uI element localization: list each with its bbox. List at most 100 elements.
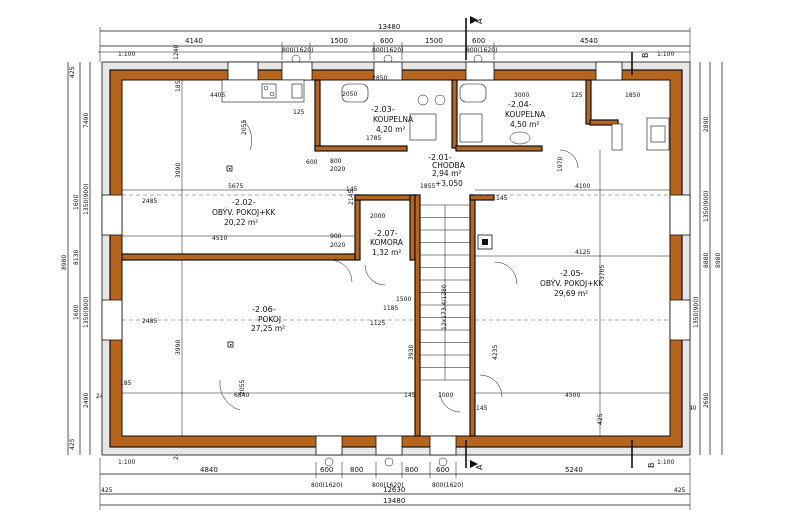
kitchen-right (611, 117, 670, 151)
left-dim-1350a: 1350(900) (83, 184, 90, 215)
right-dim-2690: 2690 (703, 393, 710, 408)
room-labels: -2.02- OBÝV. POKOJ+KK 20,22 m² -2.03- KO… (212, 100, 604, 333)
dim-1785: 1785 (366, 135, 381, 142)
room-area-2-02: 20,22 m² (224, 218, 258, 227)
room-num-2-01: -2.01- (428, 153, 452, 162)
room-num-2-02: -2.02- (232, 198, 256, 207)
top-overall-dim: 13480 (378, 23, 400, 31)
room-num-2-05: -2.05- (560, 269, 584, 278)
top-elev: 1240 (173, 45, 180, 60)
dim-2000: 2000 (370, 213, 385, 220)
interior-walls (121, 79, 619, 437)
top-slope-l: 1:100 (118, 51, 135, 58)
dim-2020b: 2020 (330, 166, 345, 173)
dim-3705: 3705 (599, 265, 606, 280)
bottom-seg-1: 4840 (200, 466, 218, 474)
section-b-bottom: B (647, 463, 656, 469)
bottom-win-2: 800(1620) (372, 482, 403, 489)
right-dim-1350b: 1350(900) (693, 297, 700, 328)
right-windows (669, 194, 691, 341)
right-dimension-lines: 2890 1350(900) 8880 8980 1350(900) 2690 … (685, 62, 723, 455)
dim-4500: 4500 (565, 392, 580, 399)
section-markers: A A B B (465, 16, 656, 470)
right-dim-240: 240 (685, 405, 697, 412)
left-dim-425a: 425 (69, 66, 76, 78)
bottom-seg-4: 800 (405, 466, 418, 474)
staircase (420, 204, 470, 381)
dim-425a: 425 (597, 413, 604, 425)
dim-600a: 600 (306, 159, 318, 166)
bottom-slope-r: 1:100 (657, 459, 674, 466)
room-num-2-07: -2.07- (374, 229, 398, 238)
top-win-l: 800(1620) (282, 47, 313, 54)
left-dim-8130: 8130 (73, 250, 80, 265)
top-seg-6: 4540 (580, 37, 598, 45)
top-seg-1: 4140 (185, 37, 203, 45)
dim-145c: 145 (404, 392, 416, 399)
top-seg-5: 600 (472, 37, 485, 45)
top-seg-3: 600 (380, 37, 393, 45)
left-dim-1600a: 1600 (73, 195, 80, 210)
dim-1855: 1855 (420, 183, 435, 190)
ceiling-dashed-lines (122, 194, 670, 321)
left-dim-2490: 2490 (83, 393, 90, 408)
dim-2485b: 2485 (142, 318, 157, 325)
dim-4405: 4405 (210, 92, 225, 99)
dim-1125: 1125 (370, 320, 385, 327)
dim-3990b: 3990 (175, 340, 182, 355)
dim-2055b: 2055 (239, 380, 246, 395)
top-windows (227, 61, 623, 81)
left-dimension-lines: 7490 8980 1600 1350(900) 8130 1600 1350(… (61, 62, 108, 455)
section-b-top: B (641, 53, 650, 59)
dim-900a: 900 (330, 233, 342, 240)
bath-2-03-fixtures (341, 83, 437, 141)
dim-4100: 4100 (575, 183, 590, 190)
bottom-dimension-lines: 4840 600 800 800 600 5240 800(1620) 800(… (99, 448, 691, 510)
top-win-r: 800(1620) (466, 47, 497, 54)
bottom-inner: 12630 (383, 486, 405, 494)
dim-2850: 2850 (372, 75, 387, 82)
right-dim-2890: 2890 (703, 117, 710, 132)
room-num-2-06: -2.06- (252, 305, 276, 314)
dim-125b: 125 (571, 92, 583, 99)
dim-145a: 145 (346, 186, 358, 193)
left-dim-8980: 8980 (61, 255, 68, 270)
bottom-edge-r: 425 (674, 487, 686, 494)
room-name-2-01: CHODBA (432, 161, 466, 170)
room-area-2-06: 27,25 m² (251, 324, 285, 333)
room-name-2-06: POKOJ (258, 315, 281, 324)
room-area-2-05: 29,69 m² (554, 289, 588, 298)
bottom-win-3: 800(1620) (432, 482, 463, 489)
dim-3990a: 3990 (175, 163, 182, 178)
dim-2145: 2145 (348, 190, 355, 205)
dim-4510: 4510 (212, 235, 227, 242)
bottom-win-1: 800(1620) (311, 482, 342, 489)
bottom-overall: 13480 (383, 497, 405, 505)
bottom-seg-3: 800 (350, 466, 363, 474)
top-seg-2: 1500 (330, 37, 348, 45)
top-win-m: 800(1620) (372, 47, 403, 54)
dim-1185: 1185 (383, 305, 398, 312)
dim-3930: 3930 (408, 345, 415, 360)
inner-dimensions: 4405 2055 3990 5675 2485 4510 2485 3990 … (120, 75, 670, 436)
dim-145b: 145 (496, 195, 508, 202)
dim-125a: 125 (293, 109, 305, 116)
top-dimension-lines: 13480 4140 1500 600 1500 600 4540 800(16… (98, 23, 691, 64)
top-seg-4: 1500 (425, 37, 443, 45)
dim-2020a: 2020 (330, 242, 345, 249)
dim-5675: 5675 (228, 183, 243, 190)
dim-3000: 3000 (514, 92, 529, 99)
right-dim-1350a: 1350(900) (703, 191, 710, 222)
bath-2-04-fixtures (434, 83, 531, 145)
left-dim-1600b: 1600 (73, 305, 80, 320)
dim-4235: 4235 (492, 345, 499, 360)
bottom-seg-2: 600 (320, 466, 333, 474)
bottom-seg-6: 5240 (565, 466, 583, 474)
dim-1970a: 1970 (557, 157, 564, 172)
room-area-2-03: 4,20 m² (376, 125, 405, 134)
dim-185a: 185 (120, 380, 132, 387)
bottom-edge-l: 425 (101, 487, 113, 494)
dim-1500: 1500 (396, 296, 411, 303)
room-name-2-05: OBÝV. POKOJ+KK (540, 279, 604, 288)
